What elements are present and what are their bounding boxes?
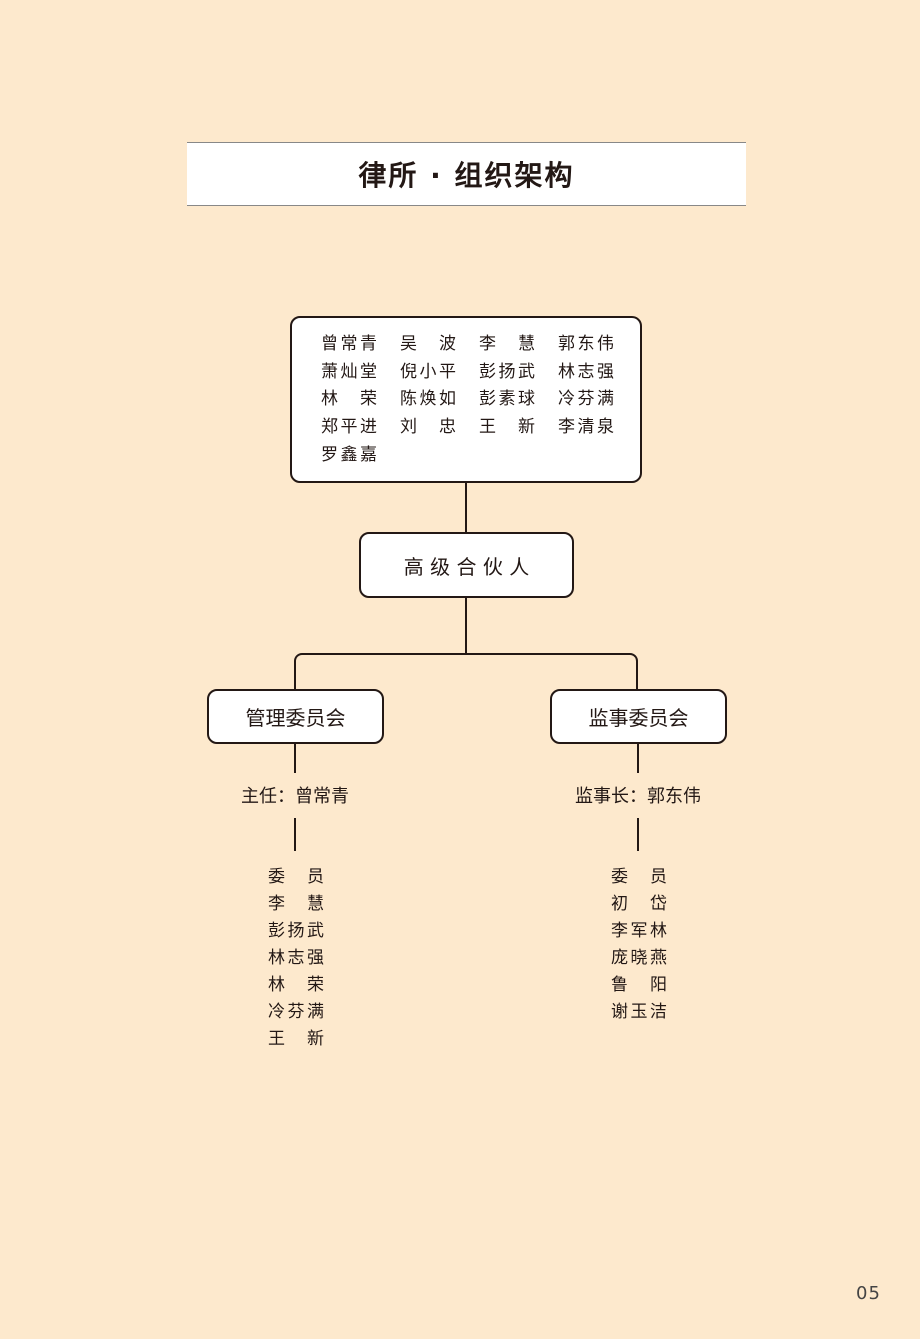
senior-partners-box: 高 级 合 伙 人 [359,532,574,598]
management-member: 李慧 [268,894,324,914]
supervisory-committee-box: 监事委员会 [550,689,727,744]
connector-line [637,818,639,851]
partner-name: 郑平进 [321,417,377,438]
partner-name: 萧灿堂 [321,361,377,382]
management-member: 林荣 [268,975,324,995]
management-member: 彭扬武 [268,921,324,941]
supervisory-member: 鲁阳 [611,975,667,995]
page-number: 05 [856,1283,881,1304]
connector-line [465,482,467,532]
partner-name: 冷芬满 [558,389,614,410]
connector-line [465,597,467,654]
supervisory-member: 初岱 [611,894,667,914]
page-title: 律所 · 组织架构 [187,142,746,206]
partner-name: 李慧 [479,334,535,354]
connector-line [637,743,639,773]
members-title: 委员 [611,867,667,887]
supervisory-head: 监事长：郭东伟 [575,786,701,807]
partner-name: 刘忠 [400,417,456,438]
partner-name: 郭东伟 [558,334,614,354]
supervisory-member: 李军林 [611,921,667,941]
branch-line [294,653,638,689]
partner-name: 王新 [479,417,535,438]
management-head: 主任：曾常青 [241,786,349,807]
supervisory-member: 庞晓燕 [611,948,667,968]
connector-line [294,818,296,851]
management-committee-box: 管理委员会 [207,689,384,744]
partner-name: 吴波 [400,334,456,354]
supervisory-member: 谢玉洁 [611,1002,667,1022]
partner-name: 罗鑫嘉 [321,444,377,465]
members-title: 委员 [268,867,324,887]
management-member: 冷芬满 [268,1002,324,1022]
management-member: 林志强 [268,948,324,968]
partner-name: 李清泉 [558,417,614,438]
partner-name: 陈焕如 [400,389,456,410]
partners-box [290,316,642,483]
partner-name: 彭素球 [479,389,535,410]
partner-name: 林荣 [321,389,377,410]
connector-line [294,743,296,773]
partner-name: 林志强 [558,361,614,382]
partner-name: 倪小平 [400,361,456,382]
partner-name: 曾常青 [321,334,377,354]
partner-name: 彭扬武 [479,361,535,382]
management-member: 王新 [268,1029,324,1049]
